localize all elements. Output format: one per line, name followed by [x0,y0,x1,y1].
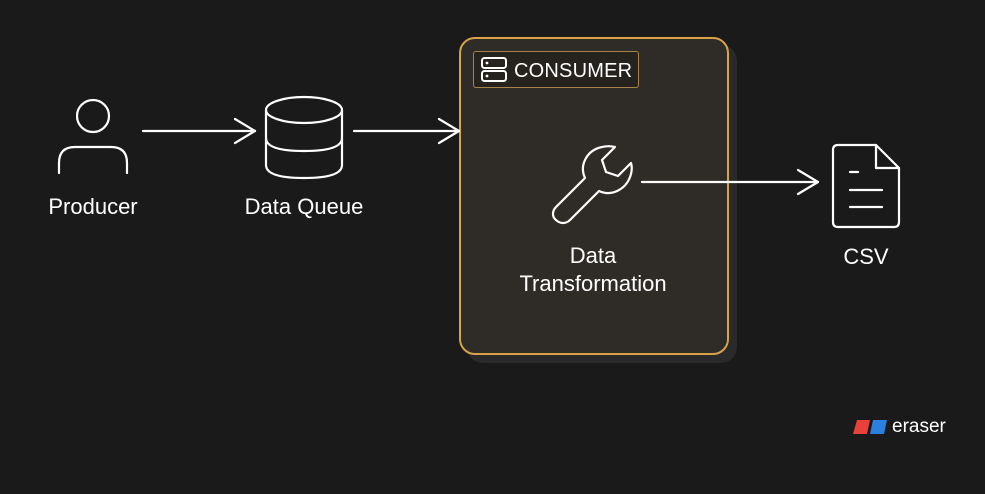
eraser-logo-text: eraser [892,416,946,437]
edge-queue-consumer [352,117,461,145]
edge-transform-csv [640,168,820,196]
queue-label: Data Queue [244,194,364,219]
consumer-group-title: CONSUMER [473,51,639,88]
user-icon [57,98,129,175]
csv-label: CSV [843,244,889,269]
edge-producer-queue [141,117,257,145]
document-icon [831,143,901,229]
wrench-icon [551,145,633,225]
transform-label-line1: Data [569,243,617,268]
transform-label-line2: Transformation [519,271,667,296]
transform-label: Data Transformation [493,242,693,298]
producer-label: Producer [48,194,138,219]
consumer-group-label: CONSUMER [514,60,633,82]
server-icon [481,57,507,82]
eraser-logo-icon [853,420,887,434]
database-icon [264,95,344,180]
